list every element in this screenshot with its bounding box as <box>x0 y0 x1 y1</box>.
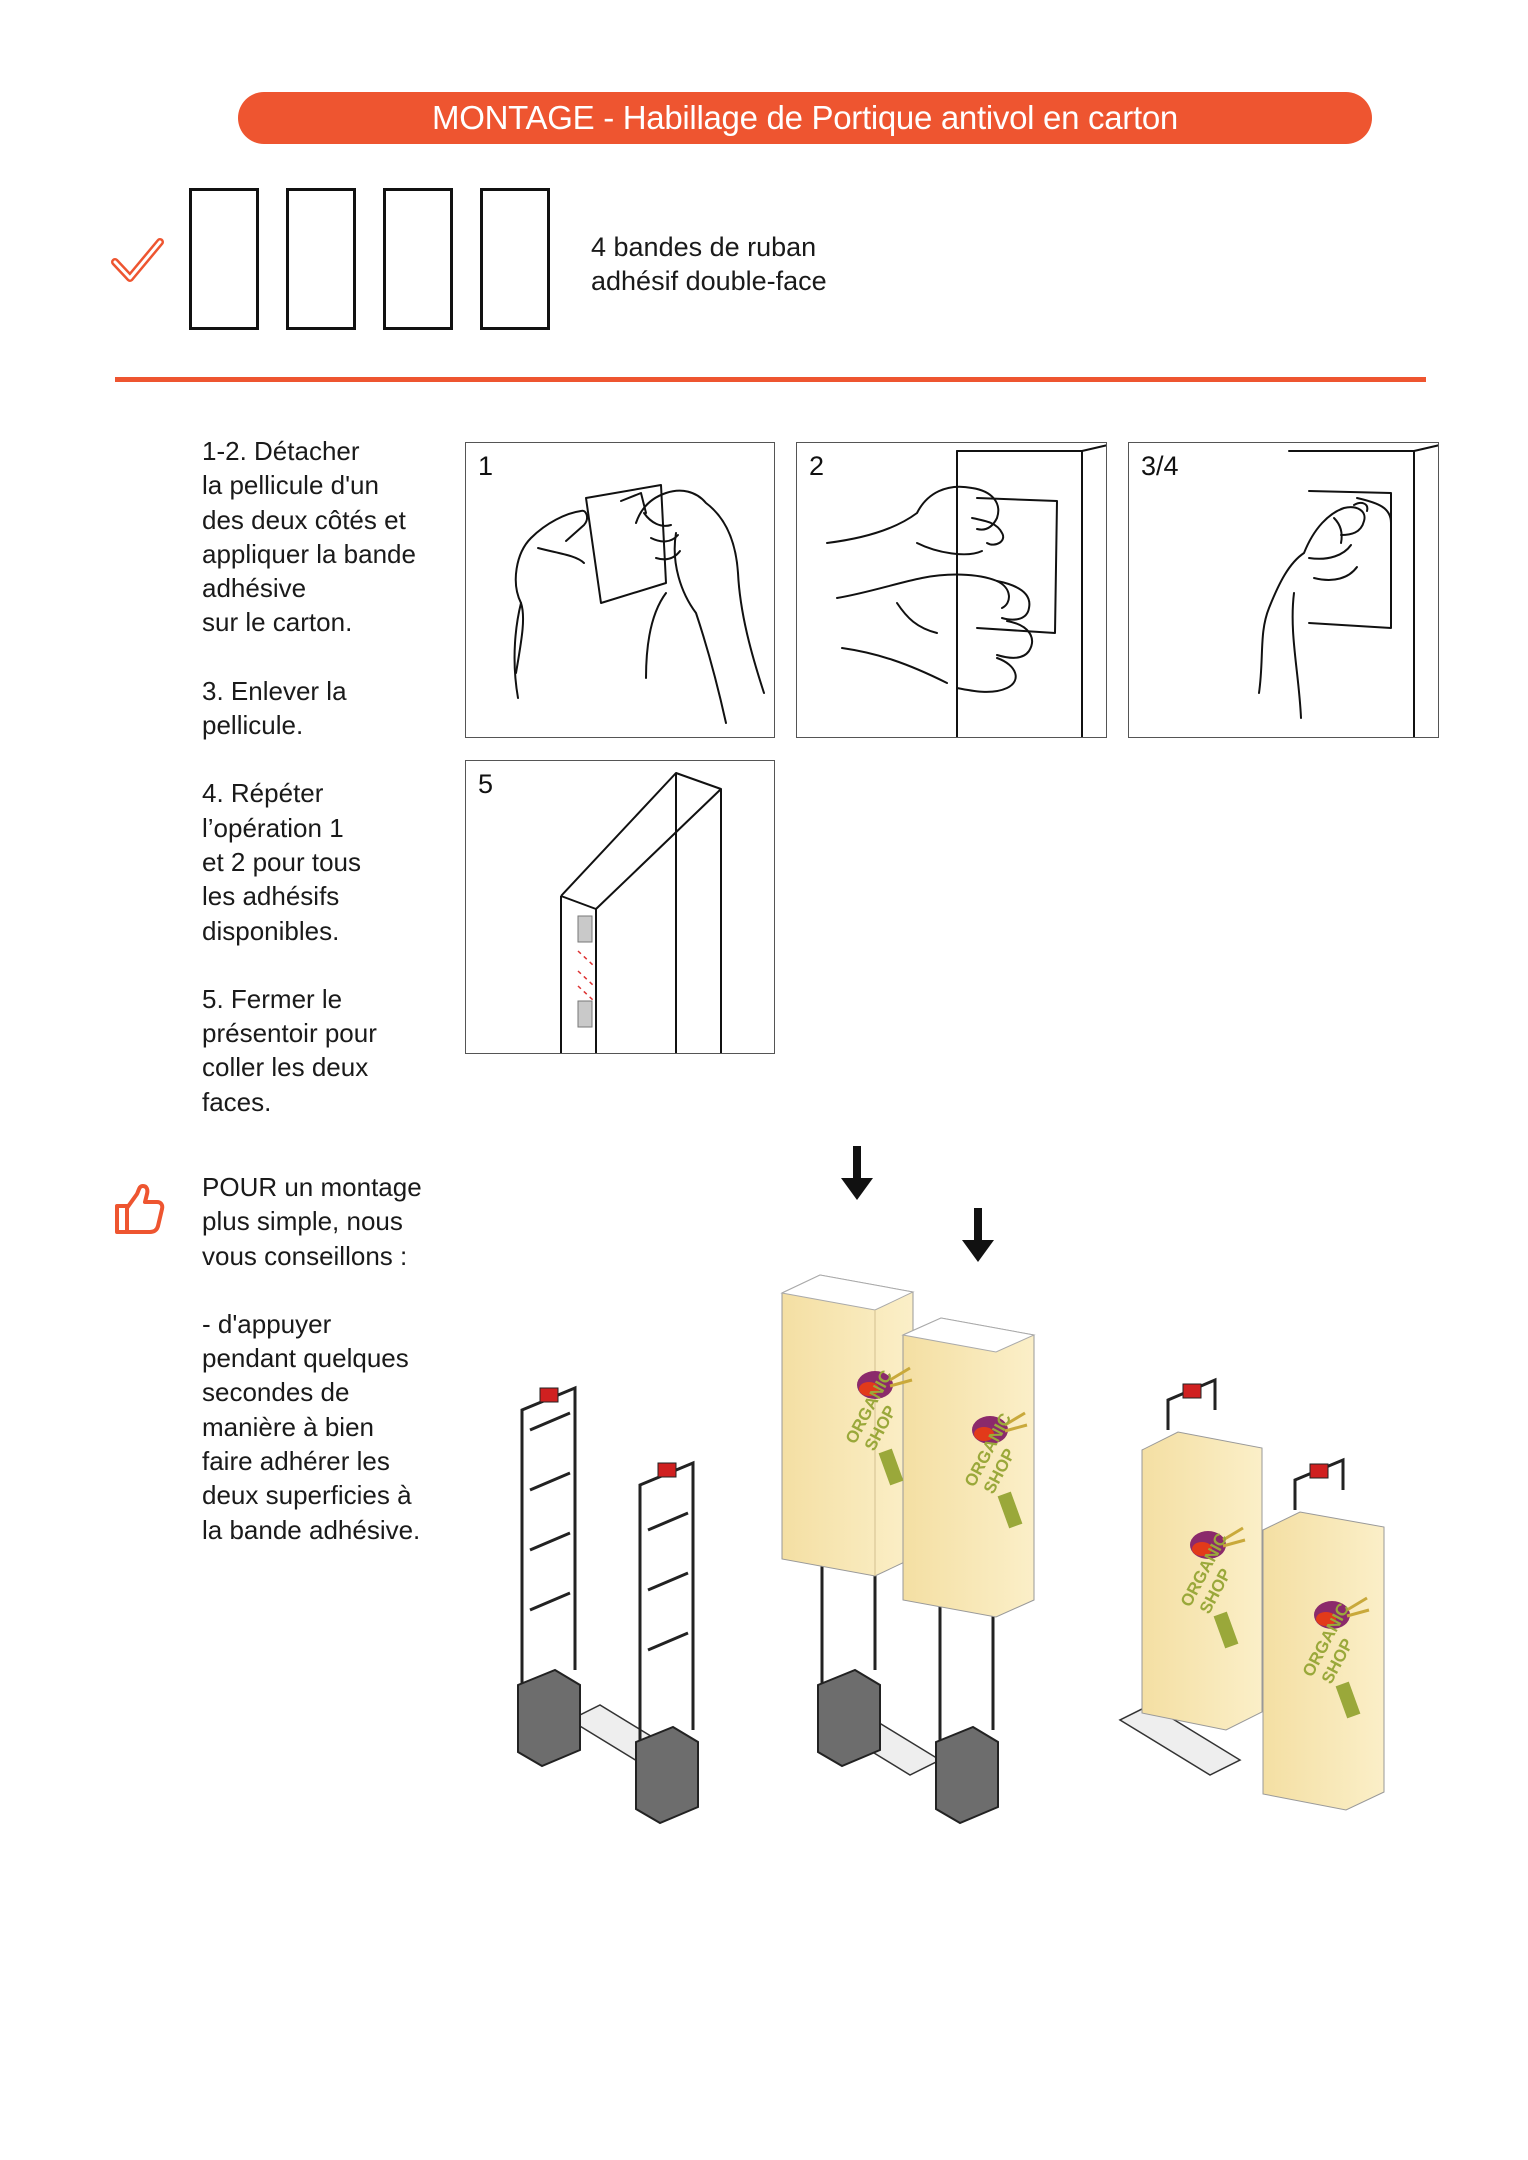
closing-display-illustration <box>560 772 722 1053</box>
organic-shop-logo <box>857 1366 913 1399</box>
panel-label: 5 <box>478 769 494 799</box>
hands-pressing-illustration <box>826 444 1106 737</box>
security-gate-with-covers-dropping <box>780 1274 1036 1825</box>
step-1-2-text: 1-2. Détacher la pellicule d'un des deux… <box>202 436 416 638</box>
tips-advice: - d'appuyer pendant quelques secondes de… <box>202 1308 421 1545</box>
step-3-text: 3. Enlever la pellicule. <box>202 675 347 741</box>
organic-shop-logo <box>972 1411 1028 1444</box>
tape-strip-3 <box>383 188 453 330</box>
page-title: MONTAGE - Habillage de Portique antivol … <box>238 92 1372 144</box>
tape-strip-4 <box>480 188 550 330</box>
tape-strip-2 <box>286 188 356 330</box>
check-icon <box>111 238 164 282</box>
assembly-illustration: ORGANIC SHOP ORGANIC SHOP ORGANIC SHOP O… <box>517 1146 1385 1825</box>
step-panel-1: 1 <box>465 442 775 738</box>
tips-block: POUR un montage plus simple, nous vous c… <box>202 1170 442 1581</box>
instruction-steps: 1-2. Détacher la pellicule d'un des deux… <box>202 434 442 1153</box>
step-4-text: 4. Répéter l’opération 1 et 2 pour tous … <box>202 778 361 946</box>
hand-removing-film-illustration <box>1258 444 1438 737</box>
security-gate-bare <box>517 1385 699 1825</box>
tape-strip-1 <box>189 188 259 330</box>
organic-shop-logo <box>1314 1596 1370 1629</box>
step-panel-2: 2 <box>796 442 1107 738</box>
security-gate-covered <box>1118 1377 1385 1811</box>
step-panel-5: 5 <box>465 760 775 1054</box>
tips-intro: POUR un montage plus simple, nous vous c… <box>202 1172 422 1271</box>
thumbs-up-icon <box>115 1184 165 1234</box>
panel-label: 3/4 <box>1141 451 1179 481</box>
hands-peeling-illustration <box>513 484 765 724</box>
supplies-description: 4 bandes de ruban adhésif double-face <box>591 232 827 296</box>
arrow-down-icon <box>841 1146 873 1200</box>
panel-label: 1 <box>478 451 494 481</box>
organic-shop-logo <box>1190 1526 1246 1559</box>
step-5-text: 5. Fermer le présentoir pour coller les … <box>202 983 377 1117</box>
section-divider <box>115 377 1426 382</box>
panel-label: 2 <box>809 451 825 481</box>
step-panel-3-4: 3/4 <box>1128 442 1439 738</box>
arrow-down-icon <box>962 1208 994 1262</box>
